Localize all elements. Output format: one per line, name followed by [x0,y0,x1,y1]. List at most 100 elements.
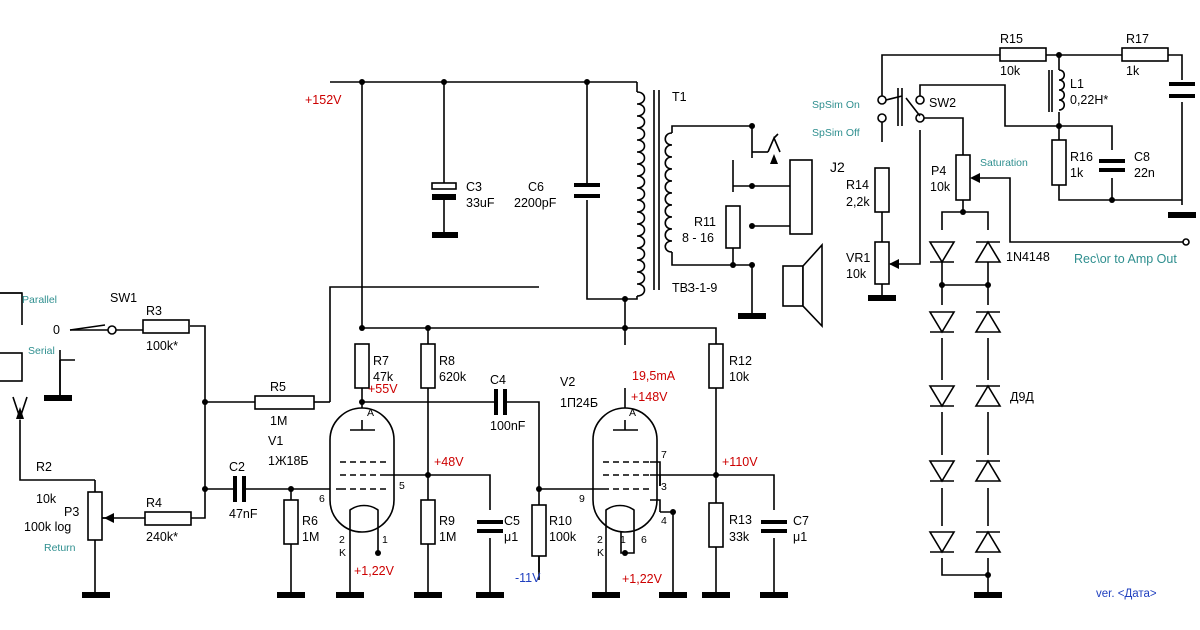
v2-pin-6: 6 [641,534,647,546]
diode-d9d-a4 [928,531,956,554]
v1-pin-1: 1 [382,534,388,546]
jack-j2 [751,133,813,235]
capacitor-c9 [1169,82,1195,98]
diode-d9d-b1 [974,310,1002,333]
v1-filament-voltage: +1,22V [354,564,395,578]
c2-ref: C2 [229,460,245,474]
v1-pin-6: 6 [319,493,325,505]
p4-ref: P4 [931,164,946,178]
transformer-t1 [625,90,673,300]
capacitor-c7 [761,520,787,533]
l1-ref: L1 [1070,77,1084,91]
r17-ref: R17 [1126,32,1149,46]
v1-type: 1Ж18Б [268,454,309,468]
diode-1n4148-a [928,241,956,264]
c4-value: 100nF [490,419,526,433]
speaker-icon [782,242,823,329]
r7-value: 47k [373,370,394,384]
v1-anode-voltage: +55V [368,382,398,396]
r12-ref: R12 [729,354,752,368]
output-label: Rec\or to Amp Out [1074,252,1177,266]
sw1-option-parallel: Parallel [22,294,57,306]
v2-pin-2: 2 [597,534,603,546]
c7-value: μ1 [793,530,807,544]
resistor-r7 [354,343,370,389]
diodes [928,238,1190,554]
resistor-r4 [144,511,192,526]
v2-pin-7: 7 [661,449,667,461]
resistor-r11 [725,205,741,249]
r11-ref: R11 [694,215,716,229]
r8-ref: R8 [439,354,455,368]
c3-ref: C3 [466,180,482,194]
sw2-ref: SW2 [929,96,956,110]
t1-type: ТВЗ-1-9 [672,281,717,295]
r16-value: 1k [1070,166,1084,180]
sw2-option-off: SpSim Off [812,127,860,139]
potentiometer-p3 [87,491,114,541]
capacitor-c8 [1099,159,1125,172]
resistor-r8 [420,343,436,389]
r4-value: 240k* [146,530,178,544]
v1-screen-voltage: +48V [434,455,464,469]
c2-value: 47nF [229,507,258,521]
capacitor-c3 [431,182,457,200]
switch-sw1 [0,292,143,421]
capacitors [226,82,1195,533]
resistor-r15 [999,47,1047,62]
sw1-ref: SW1 [110,291,137,305]
r15-value: 10k [1000,64,1021,78]
r2-ref: R2 [36,460,52,474]
resistor-r12 [708,343,724,389]
c4-ref: C4 [490,373,506,387]
v2-ref: V2 [560,375,575,389]
v1-pin-a: A [367,407,374,419]
diode-string-type: Д9Д [1010,390,1034,404]
rail-bplus: +152V [305,93,342,107]
v1-pin-5: 5 [399,480,405,492]
junction-dots [202,52,1189,578]
r15-ref: R15 [1000,32,1023,46]
r5-value: 1M [270,414,287,428]
r16-ref: R16 [1070,150,1093,164]
r10-value: 100k [549,530,577,544]
r10-ref: R10 [549,514,572,528]
v2-pin-4: 4 [661,515,667,527]
t1-ref: T1 [672,90,687,104]
v2-filament-voltage: +1,22V [622,572,663,586]
potentiometers [87,154,980,541]
r13-value: 33k [729,530,750,544]
version-label: ver. <Дата> [1096,588,1157,600]
p3-tag: Return [44,542,76,554]
potentiometer-vr1 [874,241,899,285]
v2-pin-k: K [597,547,604,559]
c8-ref: C8 [1134,150,1150,164]
v1-ref: V1 [268,434,283,448]
v1-pin-2: 2 [339,534,345,546]
v2-plate-current: 19,5mA [632,369,676,383]
c5-value: μ1 [504,530,518,544]
sw1-option-serial: Serial [28,345,55,357]
c8-value: 22n [1134,166,1155,180]
c6-value: 2200pF [514,196,557,210]
v2-anode-voltage: +148V [631,390,668,404]
capacitor-c2 [226,476,264,502]
rail-negative: -11V [515,571,541,585]
r3-ref: R3 [146,304,162,318]
resistor-r16 [1051,139,1067,186]
diode-d9d-a3 [928,460,956,483]
c6-ref: C6 [528,180,544,194]
v2-type: 1П24Б [560,396,598,410]
sw2-option-on: SpSim On [812,99,860,111]
r9-value: 1M [439,530,456,544]
labels: SW1 Parallel Serial 0 SW2 SpSim On SpSim… [22,32,1177,600]
resistor-r10 [531,504,547,557]
r3-value: 100k* [146,339,178,353]
resistor-r6 [283,499,299,545]
r2-value: 10k [36,492,57,506]
diode-pair-type: 1N4148 [1006,250,1050,264]
resistor-r13 [708,502,724,548]
v2-screen-voltage: +110V [722,455,758,469]
capacitor-c4 [492,389,510,415]
r6-value: 1M [302,530,319,544]
